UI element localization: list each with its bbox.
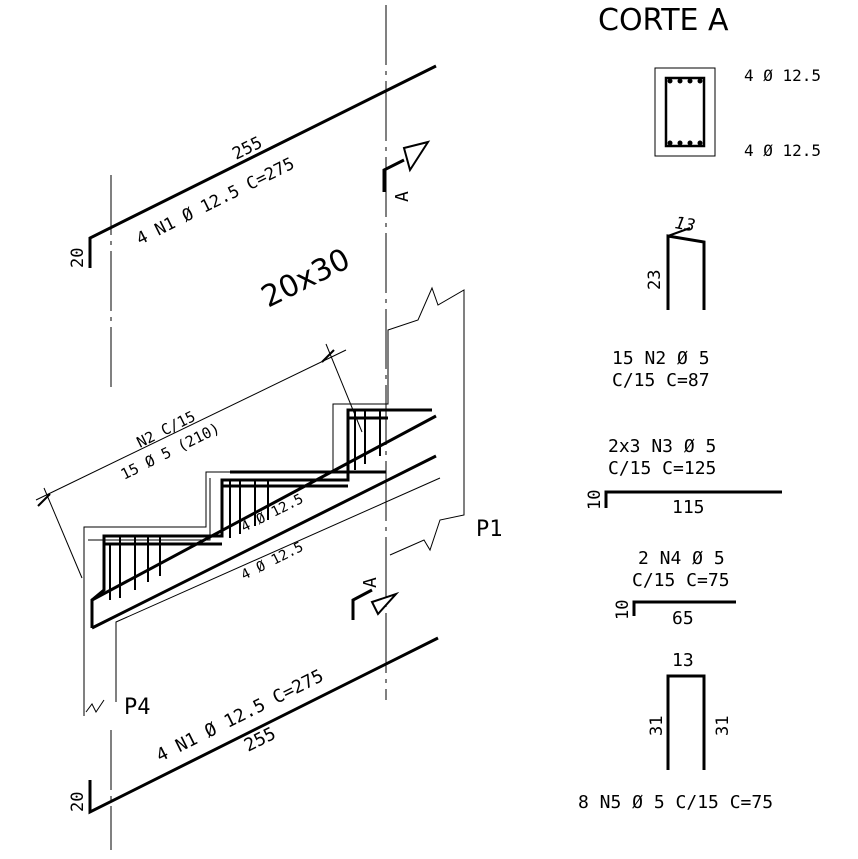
detail-n5-dim-left: 31 — [647, 716, 667, 736]
detail-n4-hook: 10 — [613, 600, 633, 620]
cross-section — [654, 67, 716, 157]
cut-marker-top — [382, 140, 431, 192]
detail-n3-hook: 10 — [585, 490, 605, 510]
detail-n4-line2: C/15 C=75 — [632, 570, 730, 591]
detail-n2-line1: 15 N2 Ø 5 — [612, 348, 710, 369]
detail-n2-line2: C/15 C=87 — [612, 370, 710, 391]
detail-n5-dim-right: 31 — [713, 716, 733, 736]
axis-lines — [110, 5, 387, 850]
cut-marker-top-label: A — [392, 191, 413, 202]
detail-n3-length: 115 — [672, 497, 705, 518]
pillar-p4-label: P4 — [124, 695, 151, 720]
bottom-bar-label: 4 N1 Ø 12.5 C=275 — [153, 665, 327, 766]
pillar-p1-label: P1 — [476, 517, 503, 542]
detail-n5-dim-top: 13 — [672, 650, 694, 671]
section-bottom-bars-label: 4 Ø 12.5 — [744, 141, 821, 160]
detail-n2-dim-top: 13 — [673, 213, 697, 236]
top-hook-dim: 20 — [68, 248, 88, 268]
detail-n3-line2: C/15 C=125 — [608, 458, 716, 479]
bottom-hook-dim: 20 — [68, 792, 88, 812]
stair-reinforcement — [90, 408, 437, 630]
cut-marker-bottom — [351, 588, 400, 620]
detail-n5-caption: 8 N5 Ø 5 C/15 C=75 — [578, 792, 773, 813]
detail-n4-shape — [632, 600, 736, 616]
bottom-bar-length: 255 — [241, 723, 279, 756]
cut-marker-bottom-label: A — [360, 577, 381, 588]
top-bar-length: 255 — [229, 133, 265, 165]
beam-size-label: 20x30 — [256, 242, 356, 315]
detail-n4-line1: 2 N4 Ø 5 — [638, 548, 725, 569]
detail-n3-shape — [604, 490, 782, 508]
detail-n2-dim-side: 23 — [645, 270, 665, 290]
section-stirrup — [664, 76, 706, 148]
section-bars — [667, 78, 703, 146]
detail-n2-shape — [666, 227, 706, 310]
detail-n4-length: 65 — [672, 608, 694, 629]
stair-stirrups — [109, 410, 381, 600]
stair-outline — [83, 286, 465, 716]
bottom-bar-n1 — [88, 636, 439, 815]
top-bar-label: 4 N1 Ø 12.5 C=275 — [133, 154, 298, 250]
stirrup-dim-line — [35, 343, 363, 579]
section-top-bars-label: 4 Ø 12.5 — [744, 66, 821, 85]
section-outline — [654, 67, 716, 157]
flight-bar-label-2: 4 Ø 12.5 — [239, 539, 306, 583]
detail-n5-shape — [666, 674, 706, 770]
section-title: CORTE A — [598, 3, 729, 38]
flight-bar-label-1: 4 Ø 12.5 — [239, 491, 306, 535]
top-bar-n1 — [88, 64, 437, 268]
detail-n3-line1: 2x3 N3 Ø 5 — [608, 436, 716, 457]
